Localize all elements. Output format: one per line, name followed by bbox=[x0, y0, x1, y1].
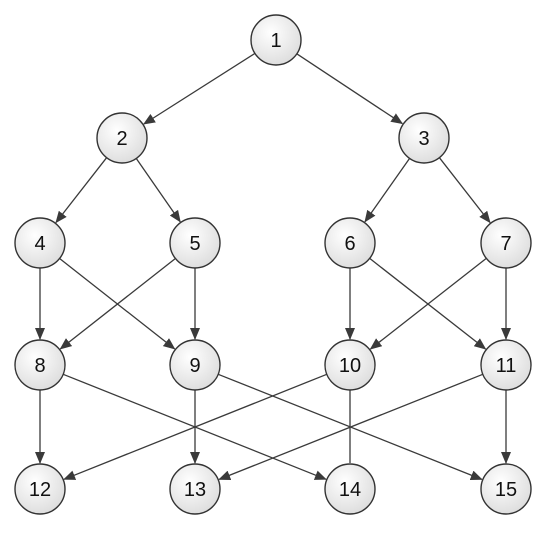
node-circle-14 bbox=[324, 463, 376, 515]
node-13: 13 bbox=[169, 463, 221, 515]
node-circle-13 bbox=[169, 463, 221, 515]
edge-10-to-12 bbox=[63, 373, 328, 480]
node-2: 2 bbox=[96, 112, 148, 164]
node-5: 5 bbox=[169, 217, 221, 269]
node-label-5: 5 bbox=[189, 233, 200, 255]
node-circle-1 bbox=[250, 14, 302, 66]
node-label-4: 4 bbox=[34, 233, 45, 255]
node-label-11: 11 bbox=[496, 355, 517, 377]
node-circle-7 bbox=[480, 217, 532, 269]
edge-3-to-7 bbox=[438, 157, 491, 224]
node-circle-2 bbox=[96, 112, 148, 164]
node-circle-12 bbox=[14, 463, 66, 515]
node-circle-4 bbox=[14, 217, 66, 269]
edges bbox=[35, 52, 511, 481]
node-6: 6 bbox=[324, 217, 376, 269]
node-label-7: 7 bbox=[500, 233, 511, 255]
edge-1-to-2 bbox=[143, 52, 256, 125]
node-10: 10 bbox=[324, 339, 376, 391]
edge-2-to-5 bbox=[135, 158, 181, 223]
node-circle-15 bbox=[480, 463, 532, 515]
node-circle-8 bbox=[14, 339, 66, 391]
node-4: 4 bbox=[14, 217, 66, 269]
node-circle-3 bbox=[398, 112, 450, 164]
node-label-13: 13 bbox=[184, 479, 206, 501]
node-label-15: 15 bbox=[495, 479, 517, 501]
edge-2-to-4 bbox=[55, 157, 108, 224]
node-circle-5 bbox=[169, 217, 221, 269]
node-label-1: 1 bbox=[270, 30, 281, 52]
edge-7-to-10 bbox=[369, 257, 487, 350]
node-8: 8 bbox=[14, 339, 66, 391]
node-circle-6 bbox=[324, 217, 376, 269]
node-14: 14 bbox=[324, 463, 376, 515]
edge-3-to-6 bbox=[364, 158, 411, 223]
node-11: 11 bbox=[480, 339, 532, 391]
node-circle-11 bbox=[480, 339, 532, 391]
node-3: 3 bbox=[398, 112, 450, 164]
node-circle-10 bbox=[324, 339, 376, 391]
node-label-9: 9 bbox=[189, 355, 200, 377]
node-label-6: 6 bbox=[344, 233, 355, 255]
edge-11-to-13 bbox=[218, 373, 484, 481]
edge-1-to-3 bbox=[296, 53, 404, 125]
node-1: 1 bbox=[250, 14, 302, 66]
node-label-10: 10 bbox=[339, 355, 361, 377]
node-label-2: 2 bbox=[116, 128, 127, 150]
node-12: 12 bbox=[14, 463, 66, 515]
edge-5-to-8 bbox=[59, 257, 176, 350]
node-label-8: 8 bbox=[34, 355, 45, 377]
node-label-3: 3 bbox=[418, 128, 429, 150]
node-7: 7 bbox=[480, 217, 532, 269]
node-15: 15 bbox=[480, 463, 532, 515]
node-label-14: 14 bbox=[339, 479, 361, 501]
node-circle-9 bbox=[169, 339, 221, 391]
node-9: 9 bbox=[169, 339, 221, 391]
node-label-12: 12 bbox=[29, 479, 51, 501]
